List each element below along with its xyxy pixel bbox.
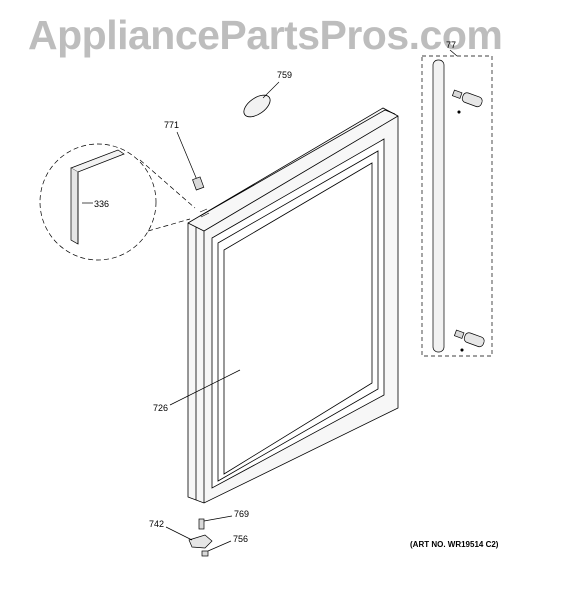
watermark-logo: AppliancePartsPros.com [28, 12, 503, 58]
detail-circle-336 [39, 143, 196, 261]
callout-771: 771 [164, 120, 179, 130]
cover-759 [243, 81, 280, 118]
hinge-pin-771 [176, 131, 205, 191]
art-number: (ART NO. WR19514 C2) [410, 540, 499, 549]
handle-assembly-box [421, 49, 493, 357]
callout-742: 742 [149, 519, 164, 529]
callout-77: 77 [446, 40, 456, 50]
callout-336: 336 [94, 199, 109, 209]
callout-726: 726 [153, 403, 168, 413]
callout-769: 769 [234, 509, 249, 519]
leader-726 [169, 369, 241, 406]
callout-756: 756 [233, 534, 248, 544]
callout-759: 759 [277, 70, 292, 80]
frame-corner-detail [199, 208, 210, 218]
door-gasket-726 [187, 107, 399, 504]
bottom-hardware [165, 515, 233, 557]
